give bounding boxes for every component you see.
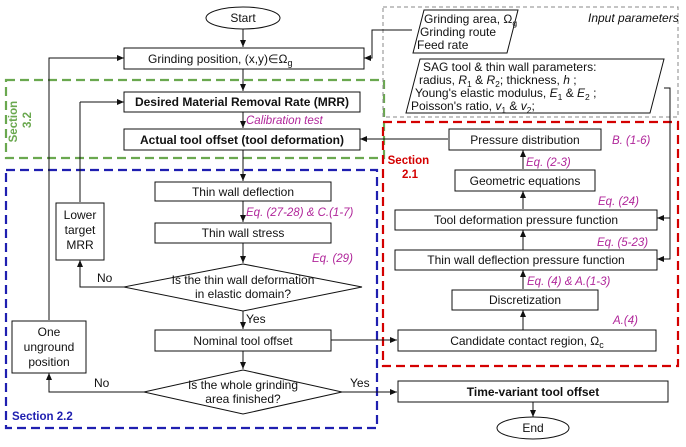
svg-text:Thin wall deflection: Thin wall deflection [192, 185, 294, 199]
svg-text:Actual tool offset (tool defo: Actual tool offset (tool deformation) [140, 133, 344, 147]
thin-wall-deflection-pf-step: Thin wall deflection pressure function [394, 249, 658, 271]
desired-mrr-step: Desired Material Removal Rate (MRR) [123, 91, 361, 113]
svg-text:Tool deformation pressure func: Tool deformation pressure function [434, 213, 618, 227]
svg-text:Candidate contact region, Ωc: Candidate contact region, Ωc [450, 334, 604, 350]
svg-text:position: position [28, 355, 69, 369]
section-3-2-frame [4, 78, 386, 160]
edge-label-no-finished: No [94, 376, 110, 390]
svg-text:Poisson's ratio, v1 & v2;: Poisson's ratio, v1 & v2; [411, 99, 535, 115]
thin-wall-deflection-step: Thin wall deflection [154, 181, 332, 202]
eq-27-28-c-1-7: Eq. (27-28) & C.(1-7) [246, 207, 354, 219]
tool-parameters-box: SAG tool & thin wall parameters: radius,… [405, 58, 665, 115]
thin-wall-stress-step: Thin wall stress [154, 222, 332, 244]
nominal-tool-offset-step: Nominal tool offset [154, 329, 332, 352]
svg-text:in elastic domain?: in elastic domain? [195, 287, 291, 301]
svg-text:Desired Material Removal Rate: Desired Material Removal Rate (MRR) [135, 95, 349, 109]
input-parameters-box: Grinding area, Ωg Grinding route Feed ra… [412, 9, 519, 54]
edge-label-yes-elastic: Yes [246, 312, 266, 326]
section-2-1-label: Section 2.1 [388, 155, 433, 181]
svg-text:End: End [522, 421, 543, 435]
svg-text:Grinding position, (x,y)∈Ωg: Grinding position, (x,y)∈Ωg [148, 52, 293, 68]
svg-text:Start: Start [230, 11, 256, 25]
section-2-1-frame [381, 120, 680, 368]
svg-text:target: target [65, 223, 96, 237]
start-terminal: Start [205, 6, 281, 30]
svg-text:Grinding route: Grinding route [420, 25, 496, 39]
svg-text:Pressure distribution: Pressure distribution [470, 133, 579, 147]
svg-text:area finished?: area finished? [205, 392, 281, 406]
svg-text:Is the whole grinding: Is the whole grinding [188, 378, 298, 392]
tool-deformation-pf-step: Tool deformation pressure function [394, 209, 658, 231]
time-variant-offset-step: Time-variant tool offset [397, 380, 669, 403]
geometric-equations-step: Geometric equations [454, 169, 596, 192]
section-3-2-label: Section 3.2 [8, 98, 34, 143]
actual-tool-offset-step: Actual tool offset (tool deformation) [123, 128, 361, 151]
svg-text:Time-variant tool offset: Time-variant tool offset [467, 385, 599, 399]
one-unground-position-step: One unground position [11, 320, 87, 374]
svg-text:Thin wall deflection pressure: Thin wall deflection pressure function [427, 253, 624, 267]
svg-text:Nominal tool offset: Nominal tool offset [193, 334, 293, 348]
pressure-distribution-step: Pressure distribution [448, 128, 602, 151]
section-2-2-label: Section 2.2 [12, 411, 73, 423]
eq-2-3: Eq. (2-3) [526, 157, 571, 169]
svg-text:radius, R1 & R2; thickness, h: radius, R1 & R2; thickness, h ; [419, 73, 577, 89]
area-finished-decision: Is the whole grinding area finished? [143, 369, 343, 415]
eq-24: Eq. (24) [598, 196, 639, 208]
grinding-position-step: Grinding position, (x,y)∈Ωg [123, 47, 365, 70]
svg-text:MRR: MRR [66, 238, 94, 252]
svg-text:One: One [38, 325, 61, 339]
eq-a-4: A.(4) [612, 315, 638, 327]
elastic-domain-decision: Is the thin wall deformation in elastic … [123, 263, 363, 312]
eq-29: Eq. (29) [312, 253, 353, 265]
edge-label-yes-finished: Yes [350, 376, 370, 390]
svg-text:Young's elastic modulus, E1 &: Young's elastic modulus, E1 & E2 ; [415, 86, 596, 102]
svg-text:Feed rate: Feed rate [417, 38, 469, 52]
svg-text:Is the thin wall deformation: Is the thin wall deformation [172, 273, 315, 287]
section-2-2-frame [4, 168, 379, 430]
candidate-contact-region-step: Candidate contact region, Ωc [397, 329, 657, 352]
svg-text:Discretization: Discretization [489, 293, 561, 307]
svg-text:Grinding area, Ωg: Grinding area, Ωg [424, 12, 517, 28]
input-parameters-title: Input parameters [588, 11, 679, 25]
eq-5-23: Eq. (5-23) [597, 237, 648, 249]
svg-text:Geometric equations: Geometric equations [470, 174, 581, 188]
discretization-step: Discretization [451, 289, 599, 311]
eq-4-a-1-3: Eq. (4) & A.(1-3) [527, 276, 610, 288]
input-parameters-frame [382, 6, 679, 118]
eq-b-1-6: B. (1-6) [612, 135, 651, 147]
svg-text:SAG tool & thin wall parameter: SAG tool & thin wall parameters: [423, 60, 596, 74]
svg-text:Thin wall stress: Thin wall stress [202, 226, 285, 240]
edge-label-no-elastic: No [97, 271, 113, 285]
calibration-test-label: Calibration test [246, 115, 324, 127]
svg-text:Lower: Lower [64, 208, 97, 222]
svg-text:unground: unground [24, 340, 75, 354]
end-terminal: End [496, 416, 570, 440]
lower-target-mrr-step: Lower target MRR [55, 202, 105, 261]
